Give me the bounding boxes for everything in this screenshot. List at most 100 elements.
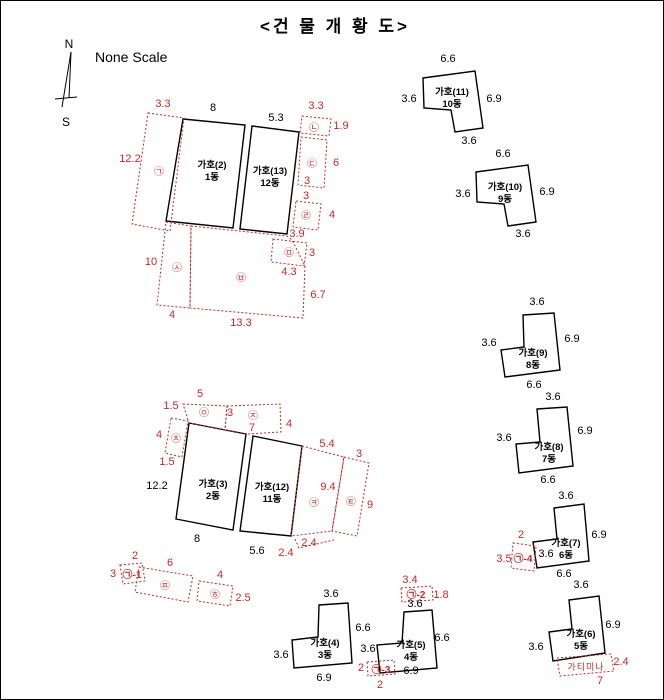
- red-measurement-label: 1.9: [333, 120, 348, 132]
- red-measurement-label: 4: [169, 309, 175, 321]
- red-measurement-label: 3.5: [496, 553, 511, 565]
- measurement-label: 3.6: [573, 579, 588, 591]
- building-outline-3dong: [291, 602, 353, 669]
- building-outline-8dong: [500, 312, 561, 378]
- building-dong-label: 8동: [526, 360, 540, 371]
- red-measurement-label: 10: [145, 256, 157, 268]
- measurement-label: 3.6: [323, 588, 338, 600]
- red-measurement-label: 4: [156, 429, 162, 441]
- red-measurement-label: 5.4: [319, 438, 334, 450]
- red-measurement-label: 4: [286, 418, 292, 430]
- building-name: 가호(8): [534, 441, 563, 453]
- building-dong-label: 4동: [404, 652, 418, 663]
- zone-mark: ㉠: [154, 166, 164, 178]
- annex-notch-line: [294, 538, 335, 549]
- building-name: 가호(13): [253, 165, 287, 177]
- red-measurement-label: 1.5: [159, 456, 174, 468]
- compass-needle: [68, 51, 72, 99]
- red-measurement-label: 9: [367, 499, 373, 511]
- building-name: 가호(5): [396, 639, 425, 651]
- red-measurement-label: 3: [110, 568, 116, 580]
- red-measurement-label: 2.4: [278, 547, 293, 559]
- measurement-label: 8: [194, 533, 200, 545]
- zone-mark: ㉡: [309, 122, 319, 134]
- measurement-label: 3.6: [496, 432, 511, 444]
- annex-outlines: [119, 112, 615, 677]
- building-outline-9dong: [475, 164, 537, 227]
- annex-outline-p: [134, 566, 194, 603]
- building-dong-label: 11동: [263, 494, 282, 505]
- measurement-label: 6.9: [591, 529, 606, 541]
- measurement-label: 3.6: [273, 649, 288, 661]
- building-outline-10dong: [422, 70, 484, 133]
- measurement-label: 6.9: [564, 333, 579, 345]
- building-dong-label: 12동: [260, 178, 280, 189]
- red-measurement-label: 2: [377, 679, 383, 691]
- annex-notes: 가티미나: [567, 662, 604, 672]
- annex-outline-r: [292, 200, 322, 231]
- measurement-label: 3.6: [528, 641, 543, 653]
- building-outline-6dong: [532, 503, 590, 569]
- annex-ref-labels: ㉠-1㉠-2㉠-3㉠-4: [123, 552, 533, 676]
- annex-outline-k: [290, 445, 345, 537]
- compass-south-label: S: [62, 115, 70, 129]
- measurement-label: 6.6: [526, 379, 541, 391]
- measurement-label: 5.6: [249, 545, 264, 557]
- measurement-label: 6.9: [486, 93, 501, 105]
- building-name: 가호(7): [551, 537, 580, 549]
- building-name: 가호(2): [197, 159, 226, 171]
- building-name: 가호(9): [518, 347, 547, 359]
- measurement-label: 3.6: [538, 548, 553, 560]
- red-measurement-label: 2: [132, 550, 138, 562]
- building-name: 가호(4): [310, 637, 339, 649]
- building-name: 가호(3): [198, 478, 227, 490]
- annex-ref-label: ㉠-1: [123, 568, 142, 581]
- red-measurement-label: 9.4: [320, 481, 335, 493]
- annex-outline-m: [270, 238, 308, 267]
- red-measurement-label: 12.2: [119, 153, 140, 165]
- red-measurement-label: 13.3: [230, 317, 251, 329]
- measurement-label: 3.6: [515, 228, 530, 240]
- zone-mark: ㉩: [171, 433, 181, 445]
- annex-outline-n: [299, 115, 332, 137]
- zone-mark: ㉣: [301, 210, 311, 222]
- annex-outline-5dong-bottom: [556, 653, 615, 677]
- annex-outline-d: [297, 136, 328, 189]
- building-dong-label: 2동: [206, 491, 220, 502]
- building-dong-label: 7동: [542, 454, 556, 465]
- compass-north-label: N: [65, 37, 74, 51]
- red-dimension-labels: 3.312.23.31.963343.934.36.710413.351.534…: [110, 98, 629, 691]
- page-title: <건 물 개 황 도>: [260, 17, 410, 36]
- building-outline-4dong: [376, 609, 438, 674]
- measurement-label: 6.6: [495, 148, 510, 160]
- red-measurement-label: 3: [227, 407, 233, 419]
- measurement-label: 3.6: [481, 337, 496, 349]
- building-name: 가호(11): [435, 86, 469, 98]
- annex-outline-j: [224, 403, 282, 435]
- zone-mark: ㉤: [284, 247, 294, 259]
- measurement-label: 6.9: [539, 186, 554, 198]
- measurement-label: 6.6: [434, 632, 449, 644]
- building-name-labels: 가호(2)1동가호(13)12동가호(3)2동가호(12)11동가호(4)3동가…: [197, 86, 595, 663]
- measurement-label: 6.9: [577, 425, 592, 437]
- building-dong-label: 1동: [205, 172, 219, 183]
- red-measurement-label: 3: [356, 448, 362, 460]
- measurement-label: 3.6: [401, 93, 416, 105]
- measurement-label: 6.9: [605, 619, 620, 631]
- building-outline-1dong: [165, 118, 246, 229]
- red-measurement-label: 4: [329, 209, 335, 221]
- red-measurement-label: 2.4: [613, 656, 628, 668]
- measurement-label: 6.9: [316, 672, 331, 684]
- measurement-label: 6.9: [403, 665, 418, 677]
- red-measurement-label: 3.4: [402, 574, 417, 586]
- zone-mark: ㉫: [346, 496, 356, 508]
- red-measurement-label: 6.7: [310, 289, 325, 301]
- annex-note: 가티미나: [567, 662, 604, 672]
- zone-mark: ㉪: [309, 497, 319, 509]
- annex-outline-g1: [119, 562, 146, 585]
- red-measurement-label: 3: [303, 190, 309, 202]
- red-measurement-label: 2: [358, 662, 364, 674]
- north-arrow-icon: N S: [54, 37, 78, 129]
